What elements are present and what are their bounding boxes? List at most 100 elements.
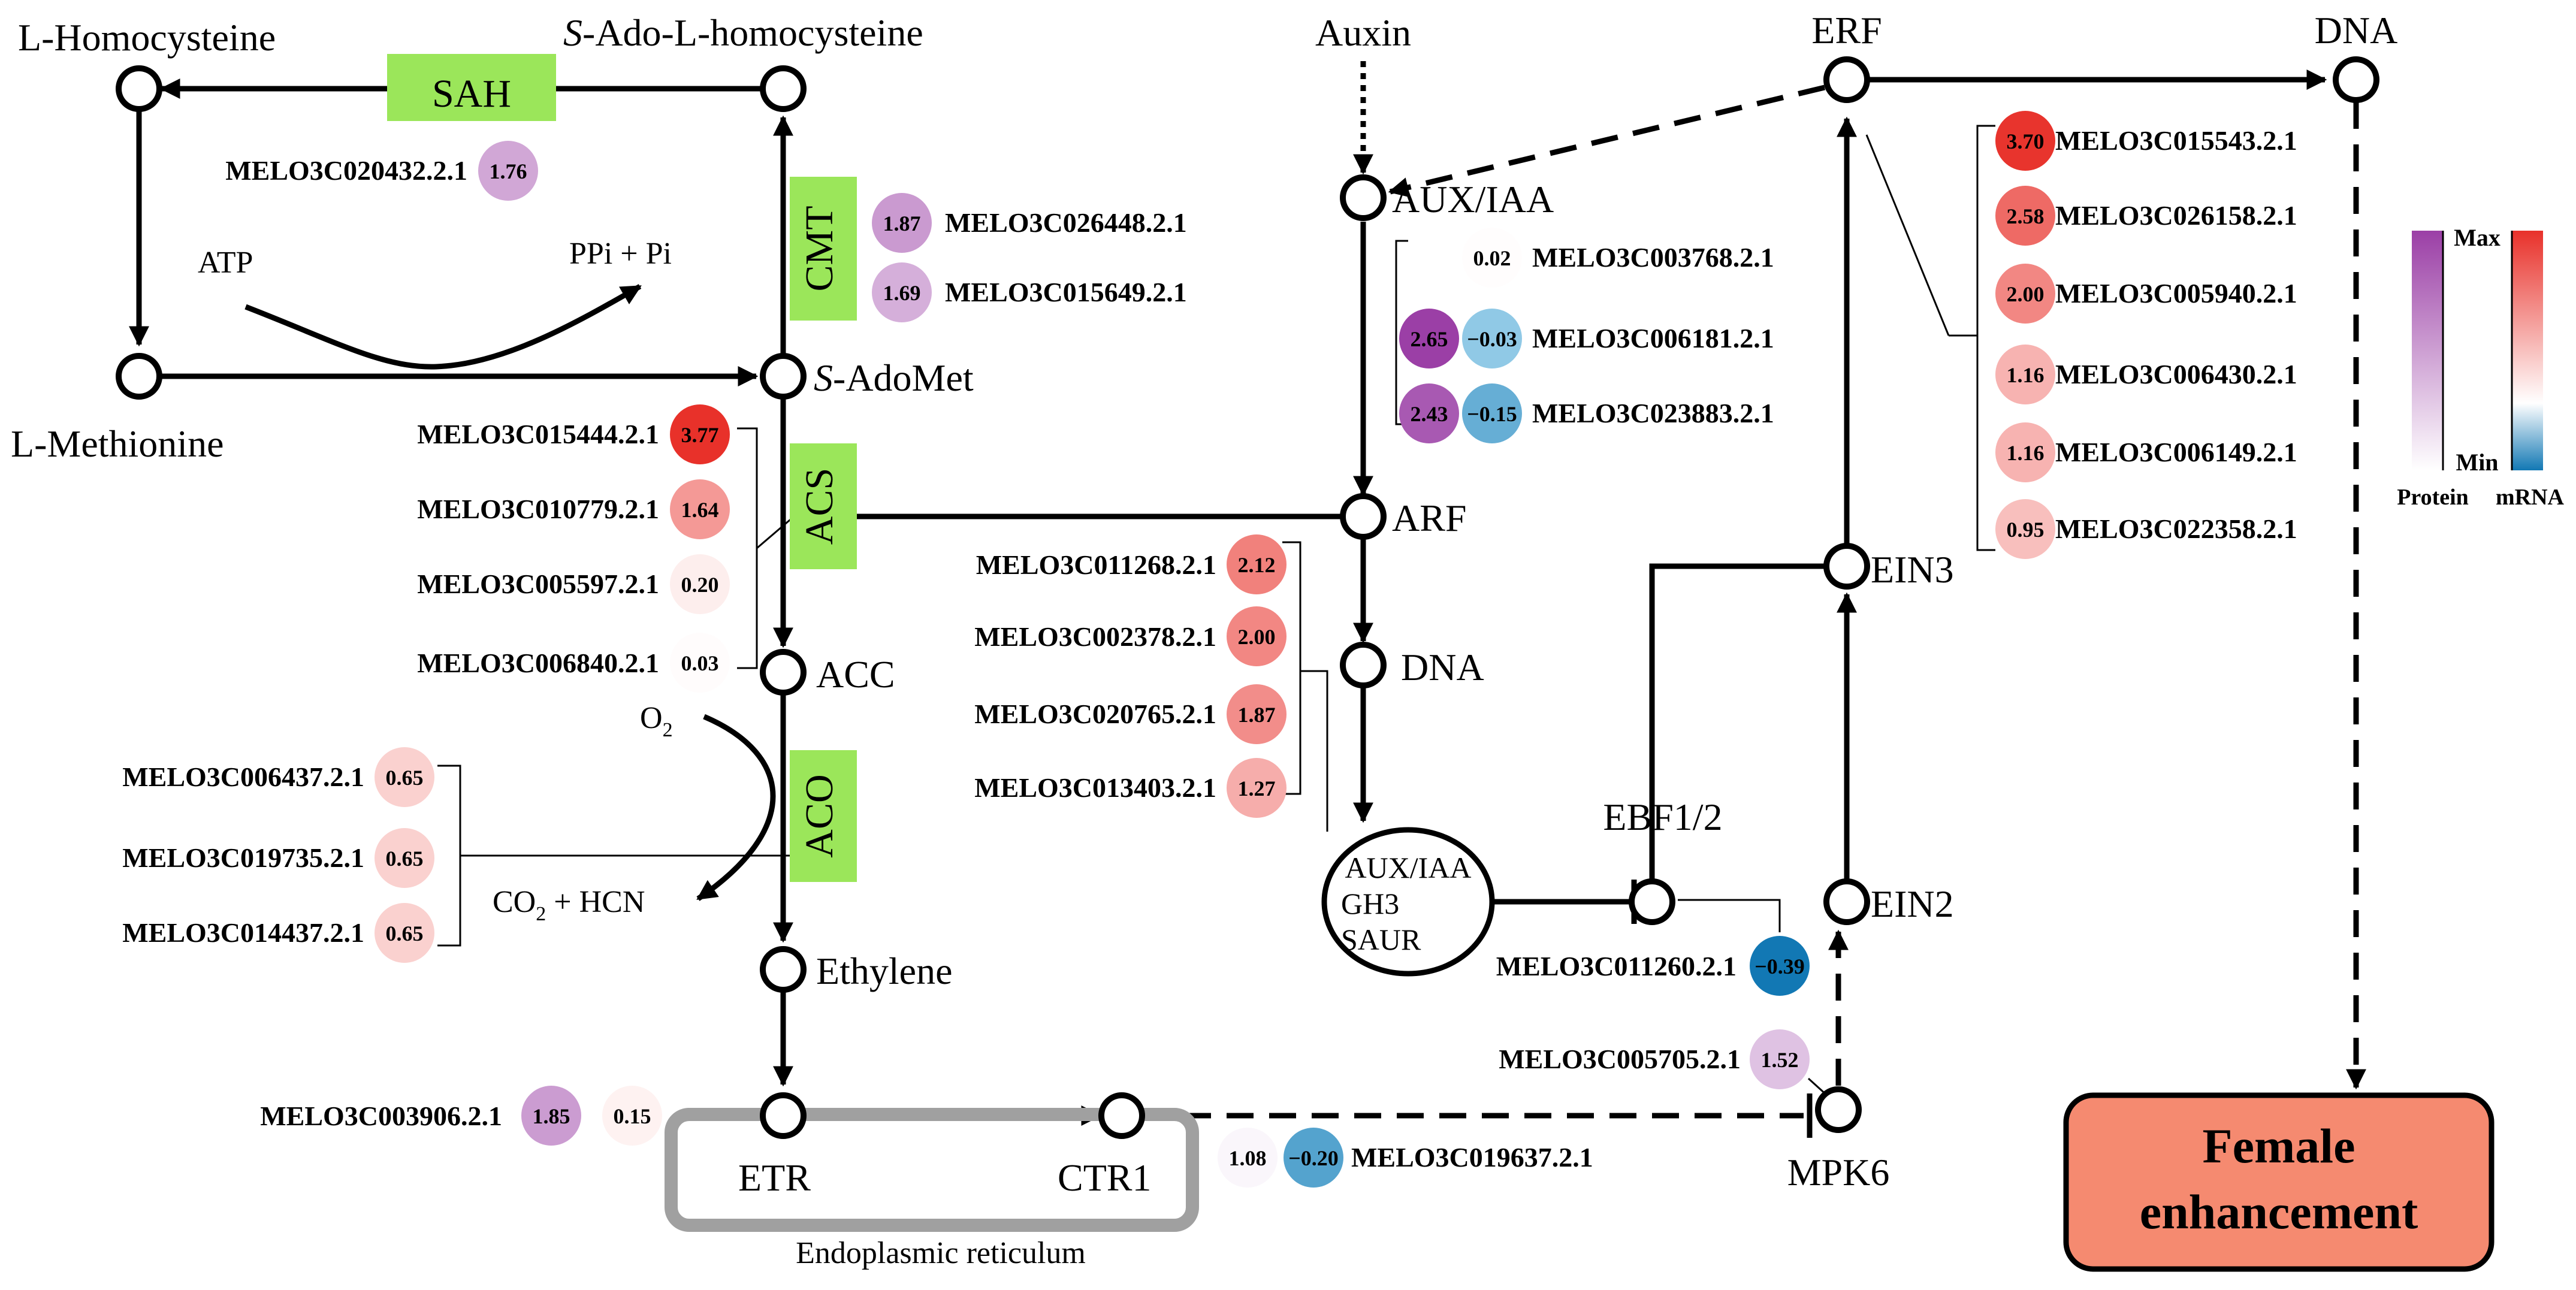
mrna-value-badge [375, 828, 434, 888]
gene-id: MELO3C014437.2.1 [122, 917, 364, 948]
female-enhancement-box [2063, 1092, 2495, 1272]
mrna-value-badge [1750, 936, 1810, 996]
mrna-value-text: 2.12 [1238, 553, 1276, 577]
node-ethylene [760, 946, 807, 993]
enzyme-aco-box [790, 750, 857, 882]
arrow-atp-ppi [244, 284, 642, 370]
mrna-value-text: 1.27 [1238, 777, 1276, 800]
gene-id: MELO3C015444.2.1 [417, 419, 659, 449]
gene-id: MELO3C011260.2.1 [1496, 951, 1737, 981]
mrna-value-text: 1.16 [2007, 441, 2045, 465]
legend-max: Max [2454, 224, 2500, 251]
node-s-adomet [760, 353, 807, 400]
label-ppi: PPi + Pi [569, 237, 672, 271]
mrna-value-badge [1995, 264, 2055, 324]
label-mpk6: MPK6 [1787, 1151, 1890, 1194]
node-dna-mid [1340, 642, 1387, 688]
gene-id: MELO3C011268.2.1 [976, 549, 1216, 580]
erf-bracket [1976, 125, 1995, 551]
mrna-value-text: 1.16 [2007, 363, 2045, 387]
protein-value-badge [1218, 1128, 1278, 1188]
protein-value-badge [1399, 383, 1459, 443]
protein-value-text: 1.08 [1229, 1146, 1267, 1170]
label-endoplasmic-reticulum: Endoplasmic reticulum [796, 1236, 1086, 1270]
outcome-line-2: enhancement [2140, 1185, 2418, 1239]
gene-id: MELO3C023883.2.1 [1532, 398, 1774, 428]
protein-value-badge [1399, 309, 1459, 368]
mrna-value-badge [1995, 186, 2055, 246]
node-labels: L-Homocysteine S-Ado-L-homocysteine L-Me… [11, 9, 2397, 1270]
label-o2-main: O [640, 701, 663, 735]
label-dna-top: DNA [2315, 9, 2398, 52]
mrna-value-badge [1462, 309, 1522, 368]
mrna-value-badge [1227, 758, 1287, 818]
mrna-value-text: 0.95 [2007, 518, 2045, 542]
ebf-gene-pointer [1678, 899, 1781, 932]
mrna-value-text: 0.20 [681, 573, 719, 597]
mrna-value-text: −0.39 [1754, 954, 1805, 978]
mrna-value-text: 0.15 [614, 1104, 651, 1128]
gene-id: MELO3C020765.2.1 [974, 699, 1216, 729]
label-complex-gh3: GH3 [1341, 887, 1399, 920]
enzyme-cmt-box [790, 177, 857, 321]
er-box [665, 1108, 1199, 1232]
acs-bracket [737, 427, 758, 669]
arrow-erf-auxiaa [1388, 84, 1826, 198]
mrna-value-badge [1995, 422, 2055, 482]
node-ctr1 [1098, 1092, 1145, 1139]
mrna-value-text: 3.70 [2007, 129, 2045, 153]
protein-value-text: 1.76 [490, 159, 527, 183]
mrna-value-text: 2.00 [2007, 282, 2045, 306]
label-complex-auxiaa: AUX/IAA [1345, 851, 1471, 884]
legend-protein-label: Protein [2397, 485, 2469, 510]
gene-id: MELO3C003906.2.1 [260, 1101, 502, 1131]
outcome-line-1: Female [2203, 1119, 2355, 1173]
label-co2-rest: + HCN [546, 885, 645, 919]
label-atp: ATP [198, 246, 253, 280]
gene-id: MELO3C006437.2.1 [122, 762, 364, 792]
gene-id: MELO3C022358.2.1 [2055, 513, 2297, 544]
gene-id: MELO3C005940.2.1 [2055, 278, 2297, 309]
gene-id: MELO3C013403.2.1 [974, 772, 1216, 803]
gene-id: MELO3C003768.2.1 [1532, 242, 1774, 273]
node-mpk6 [1815, 1086, 1862, 1133]
mrna-value-text: 0.65 [386, 847, 424, 871]
gene-id: MELO3C006149.2.1 [2055, 437, 2297, 467]
label-erf: ERF [1811, 9, 1882, 52]
inhibit-ebf-ein3 [1649, 563, 1843, 881]
label-ctr1: CTR1 [1058, 1156, 1151, 1199]
mrna-value-badge [1227, 684, 1287, 744]
acs-bracket-pointer [756, 515, 795, 549]
protein-value-text: 1.85 [533, 1104, 570, 1128]
enzyme-acs-label: ACS [798, 468, 841, 545]
protein-value-badge [872, 262, 932, 322]
gene-id: MELO3C015543.2.1 [2055, 125, 2297, 156]
mrna-value-badge [670, 633, 730, 693]
gene-id: MELO3C005705.2.1 [1499, 1044, 1741, 1074]
mrna-value-badge [1227, 534, 1287, 594]
mrna-value-text: 0.03 [681, 651, 719, 675]
label-l-homocysteine: L-Homocysteine [18, 16, 276, 59]
gene-id: MELO3C006430.2.1 [2055, 359, 2297, 389]
gene-id: MELO3C015649.2.1 [945, 277, 1187, 307]
node-erf [1823, 56, 1870, 103]
legend-mrna-bar [2512, 231, 2543, 470]
gene-id: MELO3C019735.2.1 [122, 842, 364, 873]
gene-id: MELO3C019637.2.1 [1351, 1142, 1593, 1173]
mrna-value-text: 2.58 [2007, 204, 2045, 228]
label-complex-saur: SAUR [1341, 923, 1421, 956]
mrna-value-badge [1995, 499, 2055, 559]
enzyme-acs-box [790, 443, 857, 569]
label-aux-iaa: AUX/IAA [1392, 178, 1554, 220]
mrna-value-text: 0.65 [386, 766, 424, 790]
color-legend: Max Min Protein mRNA [2397, 224, 2564, 510]
label-s-adomet-rest: -AdoMet [833, 357, 974, 399]
mrna-value-badge [1227, 606, 1287, 666]
label-co2-sub: 2 [536, 903, 546, 925]
gene-id: MELO3C026448.2.1 [945, 207, 1187, 238]
protein-value-text: 2.43 [1411, 402, 1448, 426]
label-ebf: EBF1/2 [1603, 796, 1722, 838]
mrna-value-text: 0.02 [1473, 246, 1511, 270]
node-etr [760, 1092, 807, 1139]
mrna-value-badge [602, 1086, 662, 1146]
